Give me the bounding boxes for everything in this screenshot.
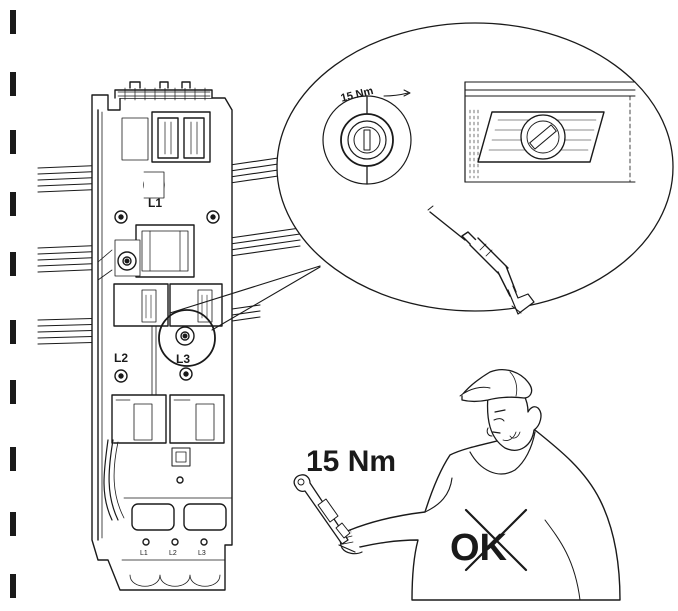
rail-slot-detail	[464, 81, 636, 183]
zoom-connector	[169, 265, 321, 331]
label-l3: L3	[176, 352, 190, 366]
torque-wrench-icon	[293, 474, 356, 553]
cross-mark	[464, 508, 528, 572]
torque-spec-label: 15 Nm	[306, 445, 396, 478]
torque-dial-detail: 15 Nm	[322, 85, 412, 185]
din-rails	[37, 156, 301, 345]
busbar-adapter	[91, 81, 233, 591]
margin-dash-line	[10, 10, 16, 598]
label-l1: L1	[148, 196, 162, 210]
ok-label: OK	[450, 527, 508, 569]
technician-figure	[339, 369, 621, 601]
bottom-label-l1: L1	[140, 550, 148, 557]
phase-labels: L1 L2 L3 L1 L2 L3	[114, 196, 206, 557]
detail-callout: 15 Nm	[276, 22, 674, 315]
bottom-label-l3: L3	[198, 550, 206, 557]
torque-screwdriver-icon	[427, 205, 535, 315]
ok-crossed-out: OK	[450, 508, 528, 572]
bottom-label-l2: L2	[169, 550, 177, 557]
label-l2: L2	[114, 351, 128, 365]
